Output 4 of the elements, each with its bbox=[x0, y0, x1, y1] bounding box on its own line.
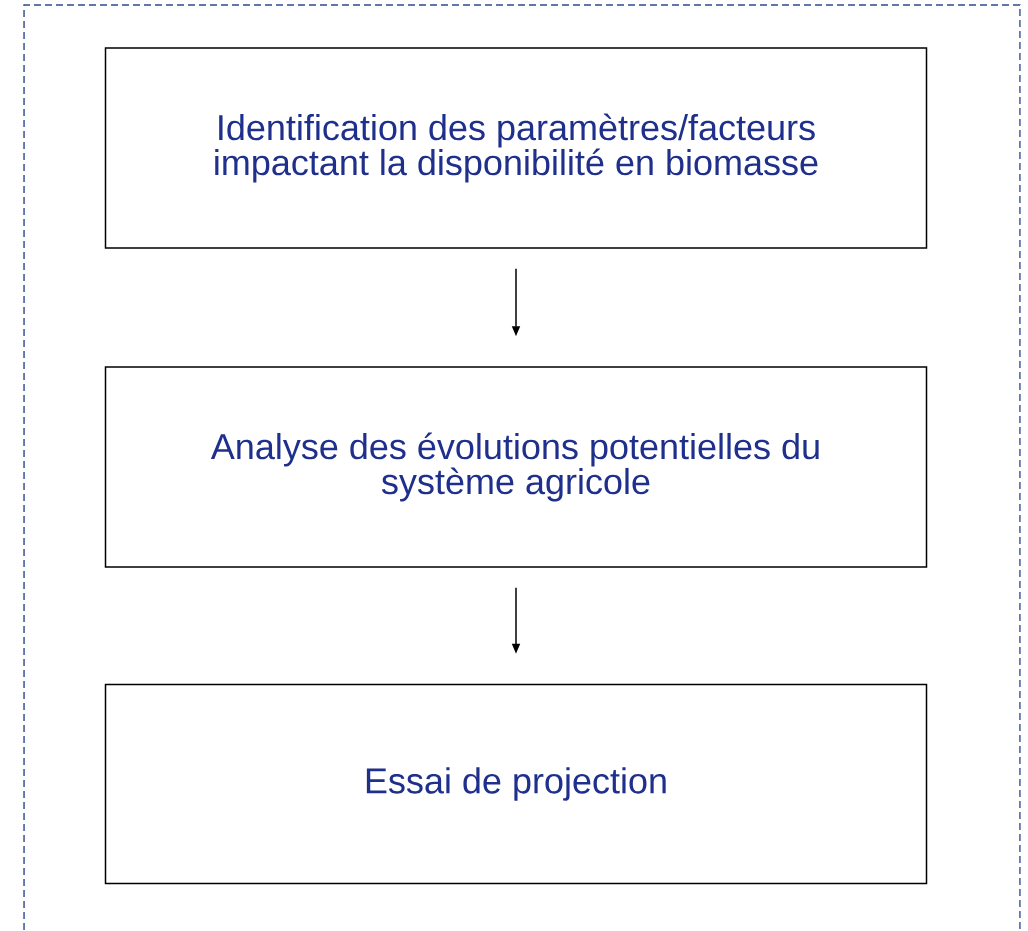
process-box: Identification des paramètres/facteurs impactant la disponibilité en biomasse bbox=[104, 47, 928, 249]
process-box: Analyse des évolutions potentielles du système agricole bbox=[104, 366, 928, 568]
dashed-frame bbox=[23, 4, 1021, 931]
process-box: Essai de projection bbox=[104, 683, 928, 885]
